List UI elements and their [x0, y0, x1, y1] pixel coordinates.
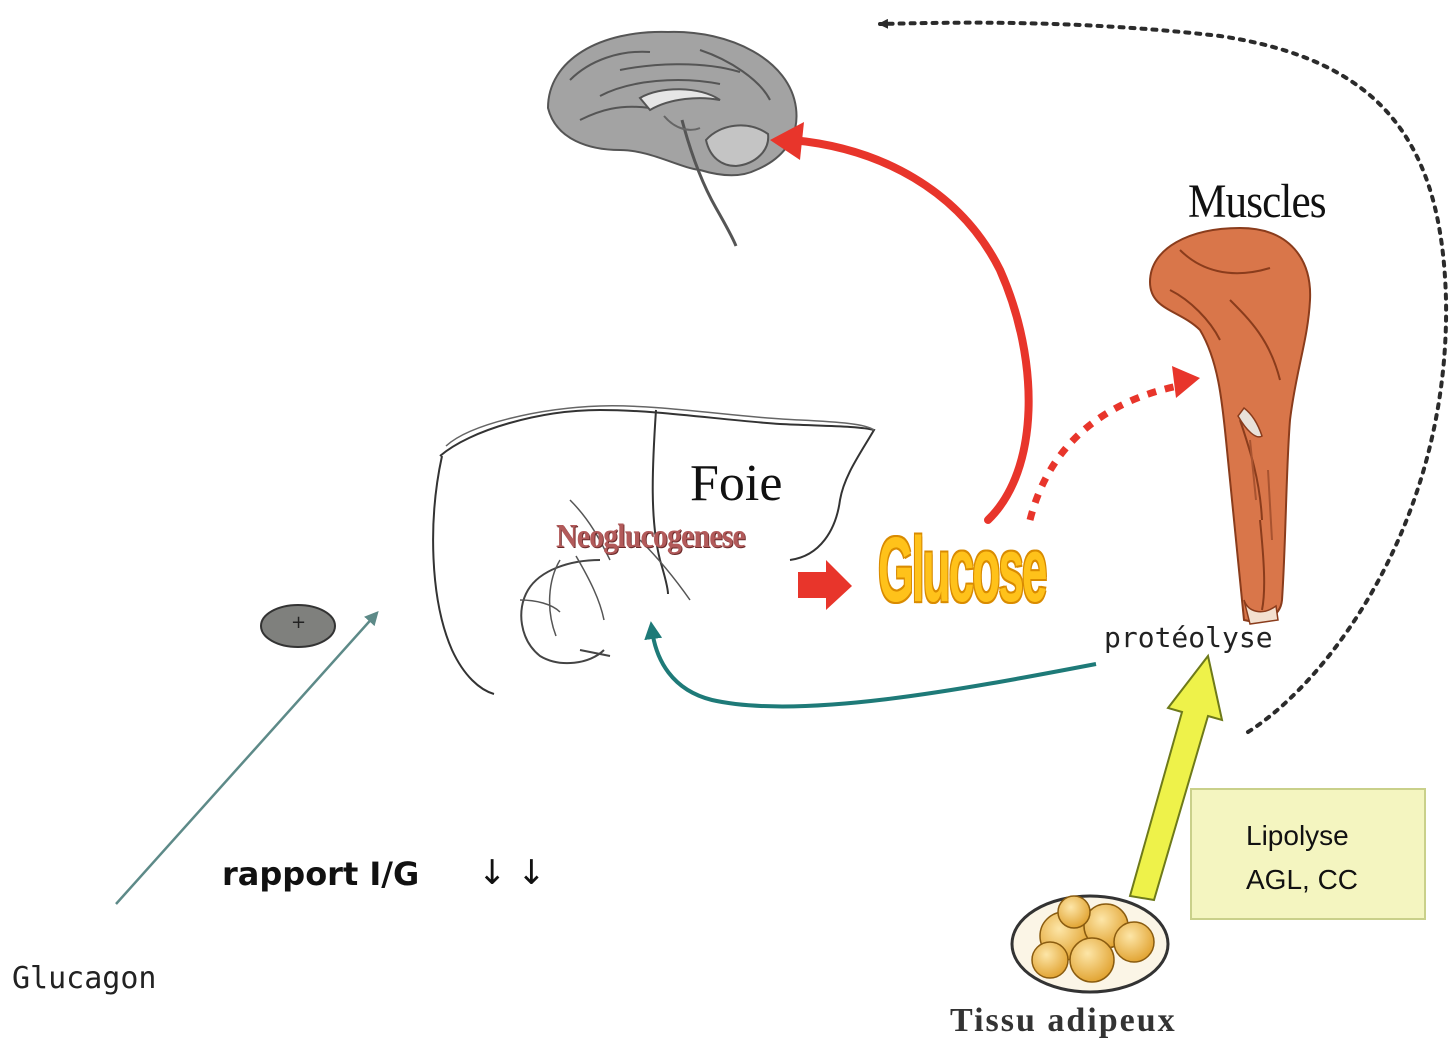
- lipolyse-label: Lipolyse: [1246, 822, 1349, 850]
- glucose-label: Glucose: [878, 524, 1046, 616]
- lipolyse-box: [1190, 788, 1426, 920]
- rapport-down-arrows: ↓ ↓: [478, 856, 546, 890]
- muscles-label: Muscles: [1188, 178, 1326, 226]
- glucagon-label: Glucagon: [12, 964, 157, 994]
- rapport-ig-label: rapport I/G: [222, 858, 419, 890]
- proteolyse-label: protéolyse: [1104, 624, 1273, 652]
- glucose-to-brain-arrow: [792, 140, 1029, 520]
- adipose-tissue-illustration: [1012, 896, 1168, 992]
- glucose-to-muscles-dotted-arrow: [1030, 386, 1178, 520]
- neo-to-glucose-arrow: [798, 560, 852, 610]
- proteolyse-to-liver-arrow: [652, 630, 1096, 707]
- agl-cc-label: AGL, CC: [1246, 866, 1358, 894]
- muscles-illustration: [1150, 228, 1310, 624]
- brain-illustration: [548, 32, 797, 246]
- glucose-to-muscles-arrowhead: [1172, 366, 1200, 398]
- neoglucogenese-label: Neoglucogenese: [556, 520, 745, 554]
- tissu-adipeux-label: Tissu adipeux: [950, 1004, 1177, 1038]
- plus-sign: +: [291, 614, 306, 632]
- foie-label: Foie: [690, 458, 782, 510]
